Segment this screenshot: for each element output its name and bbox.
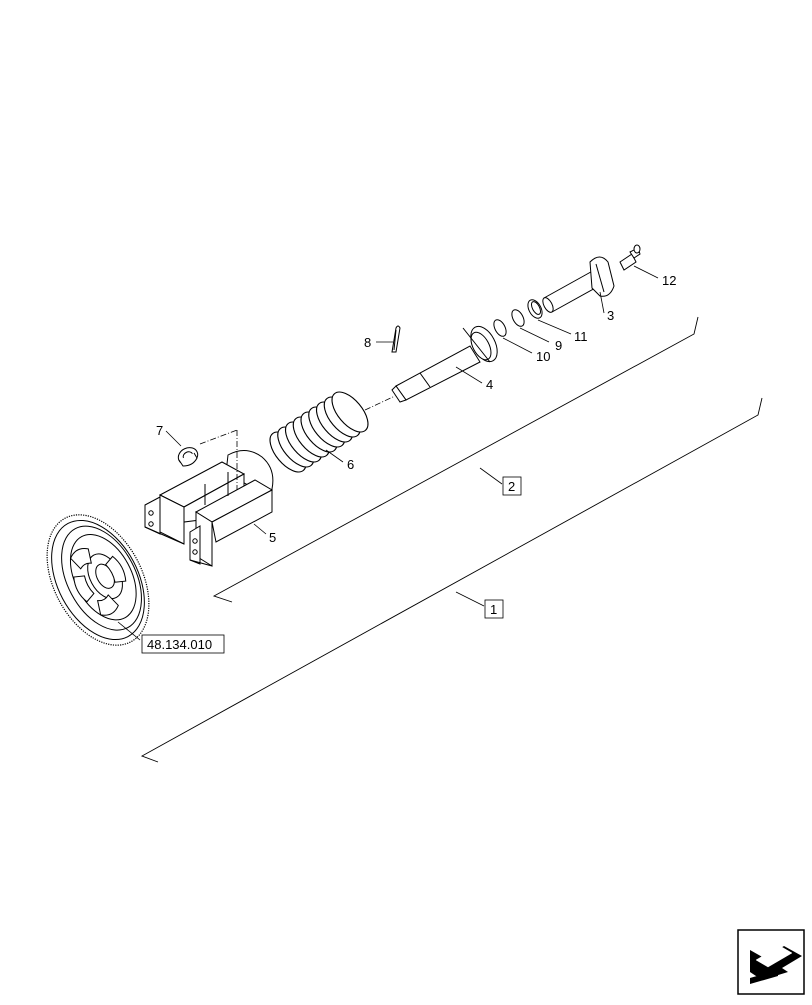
assembly-bracket-2	[212, 316, 699, 603]
callout-11[interactable]: 11	[574, 329, 588, 344]
reference-label-box[interactable]: 48.134.010	[141, 634, 225, 654]
callout-9[interactable]: 9	[555, 338, 562, 353]
svg-text:2: 2	[508, 479, 515, 494]
svg-text:48.134.010: 48.134.010	[147, 637, 212, 652]
callout-5[interactable]: 5	[269, 530, 276, 545]
callout-6[interactable]: 6	[347, 457, 354, 472]
idler-wheel	[46, 514, 150, 646]
yoke-bracket	[144, 450, 274, 567]
grease-cylinder	[542, 256, 615, 313]
callout-3[interactable]: 3	[607, 308, 614, 323]
seal-ring-9	[511, 309, 525, 327]
back-arrow-icon[interactable]	[737, 929, 805, 995]
grease-fitting	[619, 244, 641, 271]
callout-8[interactable]: 8	[364, 335, 371, 350]
spring	[269, 391, 369, 473]
leader-lines	[117, 265, 659, 641]
callout-10[interactable]: 10	[536, 349, 550, 364]
seal-ring-11	[527, 299, 543, 319]
assembly-bracket-1	[140, 397, 763, 763]
assembly-axis	[199, 395, 396, 490]
cotter-pin	[391, 325, 401, 353]
callout-7[interactable]: 7	[156, 423, 163, 438]
spring-coil	[331, 391, 369, 433]
nut	[177, 447, 199, 467]
callout-box-1[interactable]: 1	[484, 599, 504, 619]
svg-text:1: 1	[490, 602, 497, 617]
callout-4[interactable]: 4	[486, 377, 493, 392]
seal-ring-10	[493, 319, 507, 337]
callout-box-2[interactable]: 2	[502, 476, 522, 496]
tension-rod	[391, 325, 498, 403]
callout-labels: 12 3 11 9 10 4 8 6 7 5	[156, 273, 676, 545]
callout-12[interactable]: 12	[662, 273, 676, 288]
